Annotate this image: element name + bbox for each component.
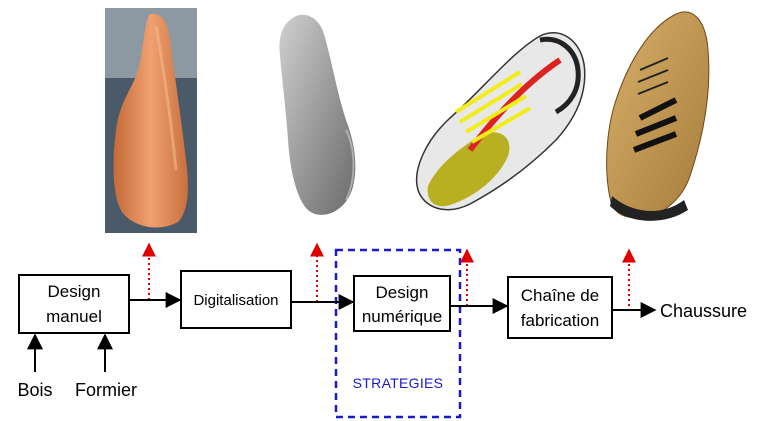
chaussure-label: Chaussure [660, 301, 747, 321]
design-manuel-line1: Design [48, 282, 101, 301]
bois-label: Bois [17, 380, 52, 400]
design-manuel-box [18, 274, 130, 334]
formier-label: Formier [75, 380, 137, 400]
tan-sneaker-photo [606, 11, 710, 221]
grey-3d-last-model [279, 14, 356, 215]
chaine-line1: Chaîne de [521, 286, 599, 305]
strategies-label: STRATEGIES [353, 375, 444, 391]
design-numerique-line2: numérique [362, 307, 442, 326]
3d-shoe-model [415, 31, 586, 211]
digitalisation-box [180, 270, 292, 329]
design-numerique-line1: Design [376, 283, 429, 302]
strategies-dashed-box [334, 248, 462, 419]
design-manuel-line2: manuel [46, 307, 102, 326]
orange-shoe-last-photo [105, 8, 197, 233]
digitalisation-label: Digitalisation [193, 292, 278, 309]
chaine-line2: fabrication [521, 311, 599, 330]
